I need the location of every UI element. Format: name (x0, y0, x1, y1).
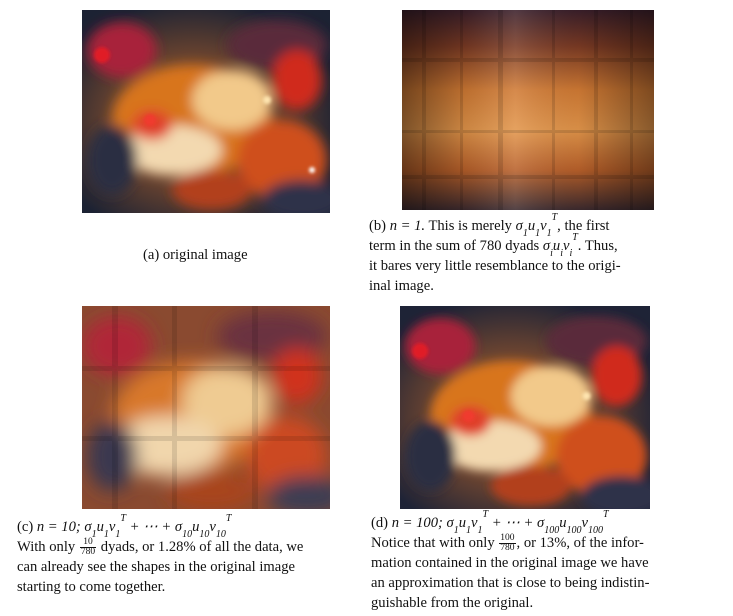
caption-c-frac-den: 780 (80, 547, 96, 558)
caption-d: (d) n = 100; σ1u1v1T + ⋯ + σ100u100v100T… (371, 509, 721, 613)
caption-c-label: (c) (17, 519, 34, 535)
caption-d-line4: an approximation that is close to being … (371, 575, 650, 592)
caption-c-line4: starting to come together. (17, 579, 166, 596)
figure-d-rank-100 (400, 306, 650, 509)
caption-b-line2-tail: . Thus, (577, 238, 618, 254)
caption-d-frac-num: 100 (499, 533, 516, 545)
caption-b-line2: term in the sum of 780 dyads (369, 238, 540, 254)
figure-b-rank-1 (402, 10, 654, 210)
caption-c-line3: can already see the shapes in the origin… (17, 559, 295, 576)
figure-a-original-image (82, 10, 330, 213)
caption-b: (b) n = 1. This is merely σ1u1v1T, the f… (369, 212, 709, 296)
caption-b-line3: it bares very little resemblance to the … (369, 258, 621, 274)
caption-d-frac-den: 780 (500, 543, 515, 554)
caption-d-n: n = 100; (391, 515, 443, 531)
caption-a: (a) original image (143, 245, 248, 265)
figure-c-rank-10 (82, 306, 330, 509)
caption-c-line2: With only (17, 539, 76, 555)
caption-a-text: (a) original image (143, 247, 248, 263)
caption-c-n: n = 10; (36, 519, 81, 535)
caption-d-line2: Notice that with only (371, 535, 495, 551)
caption-c: (c) n = 10; σ1u1v1T + ⋯ + σ10u10v10T Wit… (17, 513, 377, 597)
caption-d-line2-tail: , or 13%, of the infor- (516, 535, 644, 551)
caption-d-line5: guishable from the original. (371, 595, 534, 612)
caption-b-line1: This is merely (428, 218, 512, 234)
caption-b-n: n = 1. (389, 218, 426, 234)
caption-b-line4: inal image. (369, 278, 434, 294)
caption-c-line2-tail: dyads, or 1.28% of all the data, we (100, 539, 304, 555)
caption-b-line1-tail: , the first (557, 218, 610, 234)
caption-d-line3: mation contained in the original image w… (371, 555, 649, 572)
caption-b-label: (b) (369, 218, 387, 234)
caption-c-frac-num: 10 (79, 537, 97, 549)
caption-d-label: (d) (371, 515, 389, 531)
